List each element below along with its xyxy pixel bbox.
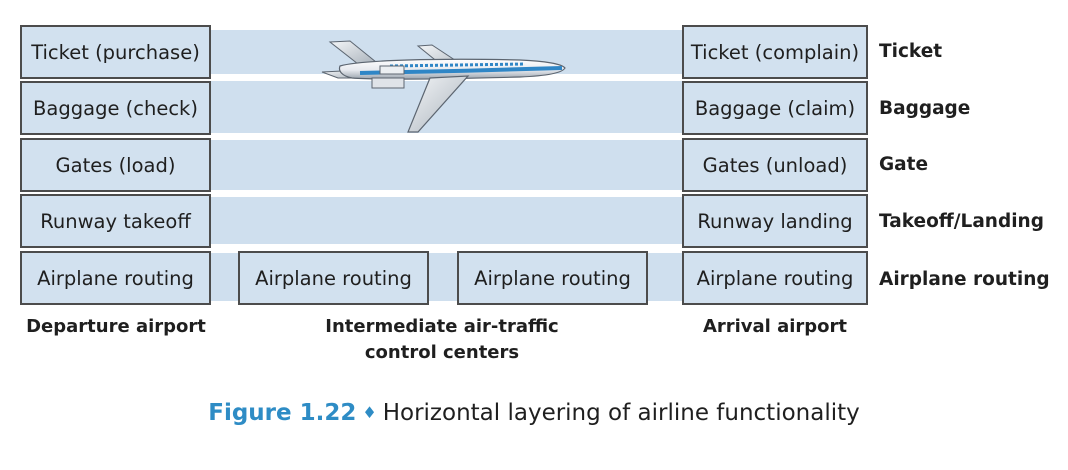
arrival-layer-runway: Runway landing	[682, 194, 868, 248]
departure-layer-runway: Runway takeoff	[20, 194, 211, 248]
airplane-icon	[321, 40, 566, 133]
layer-name-baggage: Baggage	[879, 98, 971, 119]
figure-separator: ♦	[362, 403, 377, 422]
layer-name-ticket: Ticket	[879, 41, 943, 62]
departure-layer-gate: Gates (load)	[20, 138, 211, 192]
departure-layer-baggage: Baggage (check)	[20, 81, 211, 135]
intermediate-caption-line1: Intermediate air-traffic	[325, 316, 559, 337]
arrival-layer-routing: Airplane routing	[682, 251, 868, 305]
layer-name-airplane-routing: Airplane routing	[879, 269, 1050, 290]
arrival-layer-baggage: Baggage (claim)	[682, 81, 868, 135]
band-runway	[210, 197, 684, 244]
band-gate	[210, 140, 684, 190]
layer-name-gate: Gate	[879, 154, 929, 175]
figure-title: Horizontal layering of airline functiona…	[382, 400, 860, 426]
departure-caption: Departure airport	[26, 316, 206, 337]
departure-layer-ticket: Ticket (purchase)	[20, 25, 211, 79]
arrival-caption: Arrival airport	[702, 316, 848, 337]
intermediate-caption-line2: control centers	[364, 342, 520, 363]
figure-caption: Figure 1.22 ♦ Horizontal layering of airli…	[0, 400, 1068, 426]
intermediate-routing-box-2: Airplane routing	[457, 251, 648, 305]
departure-layer-routing: Airplane routing	[20, 251, 211, 305]
intermediate-routing-box-1: Airplane routing	[238, 251, 429, 305]
figure-number: Figure 1.22	[208, 400, 357, 426]
arrival-layer-ticket: Ticket (complain)	[682, 25, 868, 79]
layer-name-takeoff-landing: Takeoff/Landing	[879, 211, 1044, 232]
arrival-layer-gate: Gates (unload)	[682, 138, 868, 192]
